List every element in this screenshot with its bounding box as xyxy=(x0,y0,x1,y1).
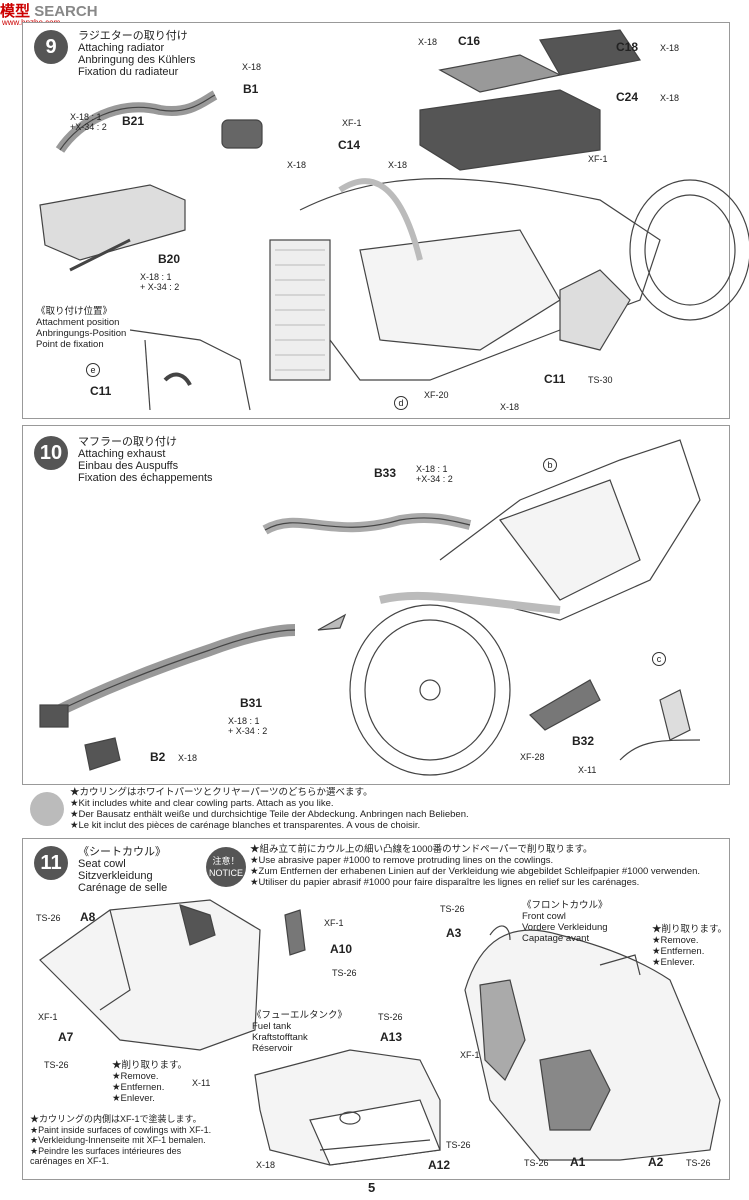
paint-b20: X-18 : 1+ X-34 : 2 xyxy=(140,272,180,292)
notice-badge: 注意！NOTICE xyxy=(206,847,246,887)
inside-paint-note: ★カウリングの内側はXF-1で塗装します。★Paint inside surfa… xyxy=(30,1114,212,1166)
paint-x11: X-11 xyxy=(578,765,597,775)
paint-xf1: XF-1 xyxy=(588,154,608,164)
step-10-number: 10 xyxy=(34,436,68,470)
marker-e: e xyxy=(86,363,100,377)
step-9-position-title: 《取り付け位置》Attachment position Anbringungs-… xyxy=(36,306,127,350)
part-b1-label: B1 xyxy=(243,82,259,96)
part-c14-label: C14 xyxy=(338,138,361,152)
note-icon xyxy=(30,792,64,826)
paint-b33: X-18 : 1+X-34 : 2 xyxy=(416,464,453,484)
step-9-number: 9 xyxy=(34,30,68,64)
part-c18-label: C18 xyxy=(616,40,639,54)
part-a7-label: A7 xyxy=(58,1030,74,1044)
paint-a10-ts26: TS-26 xyxy=(332,968,357,978)
paint-ts30: TS-30 xyxy=(588,375,613,385)
part-a12-label: A12 xyxy=(428,1158,451,1172)
marker-c: c xyxy=(652,652,666,666)
part-b2-label: B2 xyxy=(150,750,166,764)
paint-c14-a: XF-1 xyxy=(342,118,362,128)
paint-b1: X-18 xyxy=(242,62,262,72)
part-a2-label: A2 xyxy=(648,1155,664,1169)
paint-b31: X-18 : 1+ X-34 : 2 xyxy=(228,716,268,736)
watermark-logo: 模型 SEARCH xyxy=(0,3,98,20)
paint-a13: TS-26 xyxy=(378,1012,403,1022)
marker-d: d xyxy=(394,396,408,410)
page-number: 5 xyxy=(368,1180,376,1195)
paint-a12-ts26: TS-26 xyxy=(446,1140,471,1150)
paint-a12-x18: X-18 xyxy=(256,1160,276,1170)
remove-note-2: ★削り取ります。★Remove. ★Entfernen.★Enlever. xyxy=(652,924,728,968)
paint-a7: TS-26 xyxy=(44,1060,69,1070)
step-11-number: 11 xyxy=(34,846,68,880)
paint-xf28: XF-28 xyxy=(520,752,545,762)
remove-note-1: ★削り取ります。★Remove. ★Entfernen.★Enlever. xyxy=(112,1060,188,1104)
part-a3-label: A3 xyxy=(446,926,462,940)
marker-b: b xyxy=(543,458,557,472)
part-c16-label: C16 xyxy=(458,34,481,48)
paint-xf1-front: XF-1 xyxy=(460,1050,480,1060)
paint-c18: X-18 xyxy=(660,43,680,53)
paint-c14-b: X-18 xyxy=(287,160,307,170)
paint-xf1-a: XF-1 xyxy=(38,1012,58,1022)
part-c11-inset-label: C11 xyxy=(90,384,112,398)
part-c11-label: C11 xyxy=(544,372,566,386)
paint-a8: TS-26 xyxy=(36,913,61,923)
part-a1-label: A1 xyxy=(570,1155,586,1169)
part-a13-label: A13 xyxy=(380,1030,403,1044)
part-c24-label: C24 xyxy=(616,90,639,104)
part-a10-label: A10 xyxy=(330,942,353,956)
paint-x18: X-18 xyxy=(500,402,520,412)
notice-text: ★組み立て前にカウル上の細い凸線を1000番のサンドペーパーで削り取ります。★U… xyxy=(250,844,701,888)
paint-c24: X-18 xyxy=(660,93,680,103)
paint-b21: X-18 : 1+X-34 : 2 xyxy=(70,112,107,132)
paint-a1: TS-26 xyxy=(524,1158,549,1168)
paint-c16: X-18 xyxy=(418,37,438,47)
part-b32-label: B32 xyxy=(572,734,595,748)
paint-c14-c: X-18 xyxy=(388,160,408,170)
part-b20-label: B20 xyxy=(158,252,181,266)
part-a8-label: A8 xyxy=(80,910,96,924)
paint-a3: TS-26 xyxy=(440,904,465,914)
paint-a10-xf1: XF-1 xyxy=(324,918,344,928)
paint-x11: X-11 xyxy=(192,1078,211,1088)
note-text: ★カウリングはホワイトパーツとクリヤーパーツのどちらか選べます。★Kit inc… xyxy=(70,787,469,831)
part-b21-label: B21 xyxy=(122,114,145,128)
paint-xf20: XF-20 xyxy=(424,390,449,400)
part-b33-label: B33 xyxy=(374,466,397,480)
paint-b2: X-18 xyxy=(178,753,198,763)
part-b31-label: B31 xyxy=(240,696,263,710)
paint-a2: TS-26 xyxy=(686,1158,711,1168)
